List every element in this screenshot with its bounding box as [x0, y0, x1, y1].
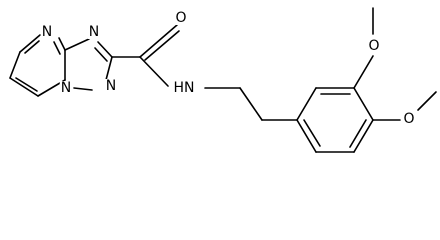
- bond-benzene-4: [353, 119, 374, 153]
- bond-triazole-2: [97, 41, 113, 58]
- bond-o-methyl-right: [417, 91, 437, 111]
- bond-pyrimidine-1: [19, 34, 41, 53]
- bond-pyrimidine-2: [9, 51, 21, 79]
- bond-benzene-1: [296, 87, 317, 121]
- bond-pyrimidine-1-inner: [24, 40, 40, 54]
- bond-pyrimidine-3-inner: [15, 77, 38, 92]
- bond-pyrimidine-6-inner: [53, 41, 61, 55]
- atom-carbonyl-o: O: [174, 10, 188, 26]
- bond-ring-o-top: [353, 55, 374, 89]
- bond-pyrimidine-3: [9, 77, 39, 97]
- bond-triazole-4: [73, 87, 93, 91]
- bond-ch2-ch2: [239, 87, 263, 121]
- atom-n-bridgehead: N: [59, 80, 73, 96]
- molecule-diagram: N N N N O HN O O: [9, 7, 437, 153]
- bond-benzene-6-inner: [303, 119, 321, 147]
- atom-methoxy-o-right: O: [402, 111, 416, 127]
- bond-layer: [9, 7, 437, 153]
- atom-n-triazole-right: N: [104, 78, 118, 94]
- bond-benzene-3: [353, 87, 374, 121]
- atom-amide-nh: HN: [172, 80, 196, 96]
- bond-benzene-4-inner: [349, 119, 367, 148]
- atom-n-pyrimidine: N: [40, 24, 54, 40]
- bond-benzene-6: [296, 119, 317, 153]
- bond-co-2: [144, 30, 180, 61]
- atom-n-triazole-top: N: [87, 24, 101, 40]
- bond-triazole-3: [105, 56, 113, 81]
- bond-co-1: [139, 24, 178, 58]
- bond-pyrimidine-6: [58, 37, 66, 51]
- bond-c-n: [139, 56, 169, 87]
- bond-triazole-2-inner: [94, 47, 108, 62]
- atom-methoxy-o-top: O: [367, 38, 381, 54]
- bond-triazole-1: [64, 38, 90, 51]
